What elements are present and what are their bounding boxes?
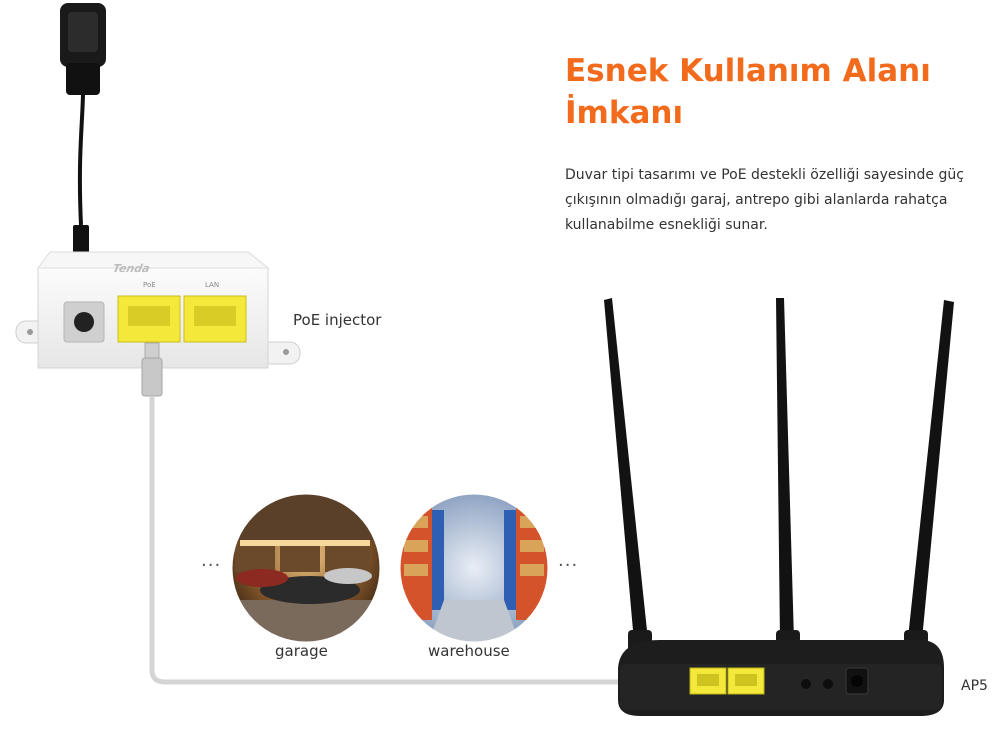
power-adapter-icon (60, 3, 106, 292)
warehouse-label: warehouse (428, 642, 510, 660)
ethernet-cable (141, 342, 691, 693)
garage-photo (232, 494, 380, 642)
heading-line-2: İmkanı (565, 95, 684, 131)
heading-line-1: Esnek Kullanım Alanı (565, 53, 931, 89)
router-device (604, 298, 954, 716)
poe-injector-label: PoE injector (293, 311, 382, 329)
injector-port-poe-label: PoE (143, 281, 156, 289)
ellipsis-left: ... (201, 550, 222, 571)
injector-port-lan-label: LAN (205, 281, 220, 289)
router-model-label: AP5 (961, 678, 988, 694)
section-heading: Esnek Kullanım Alanı İmkanı (565, 50, 985, 134)
warehouse-photo (400, 494, 548, 642)
section-description: Duvar tipi tasarımı ve PoE destekli özel… (565, 167, 964, 233)
garage-label: garage (275, 642, 328, 660)
injector-brand-logo: Tenda (111, 262, 152, 275)
ellipsis-right: ... (558, 550, 579, 571)
poe-injector-device (15, 251, 301, 369)
